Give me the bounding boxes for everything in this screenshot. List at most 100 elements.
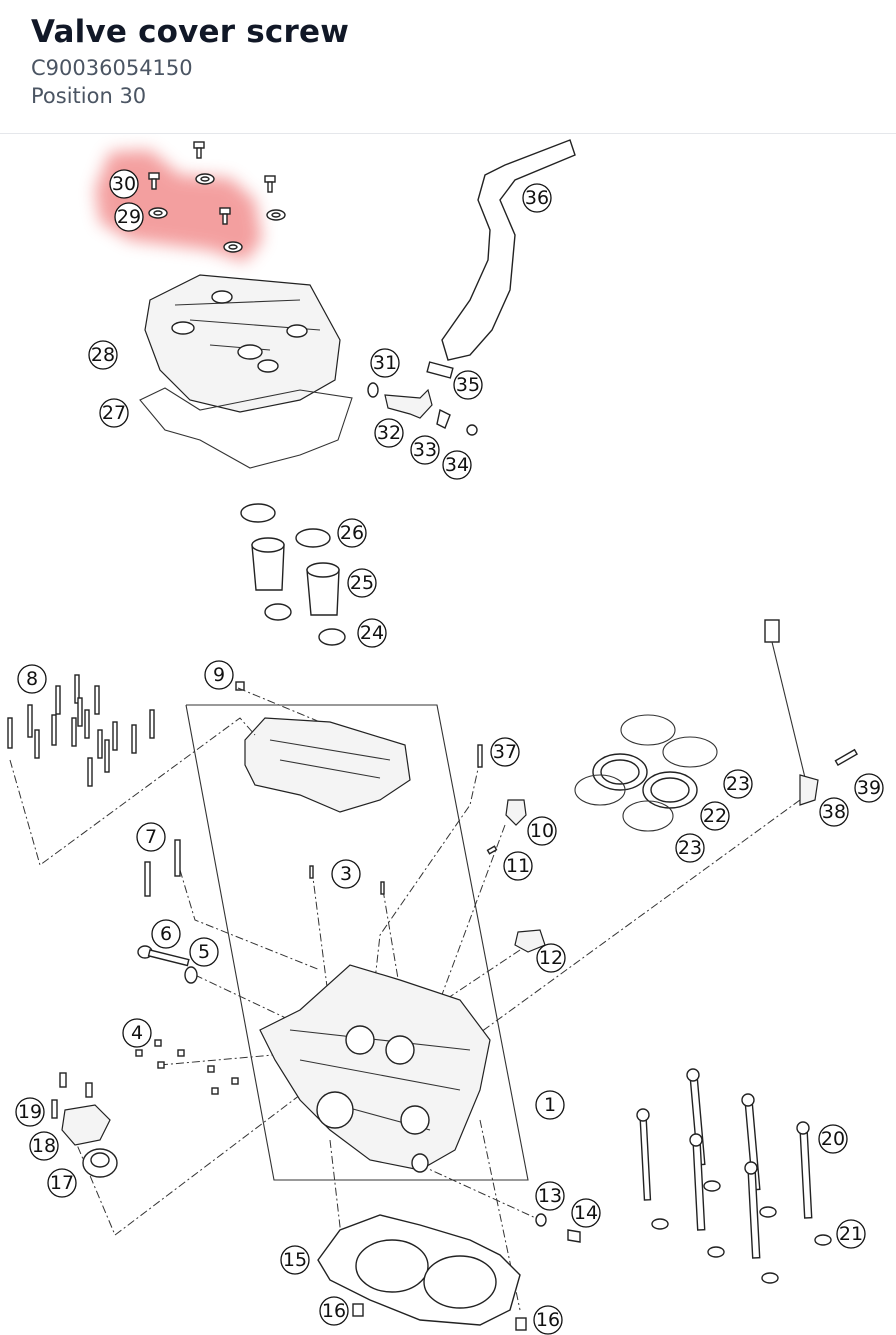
thermostat-screws[interactable] bbox=[51, 1072, 93, 1119]
plug-14[interactable] bbox=[567, 1229, 581, 1243]
cylinder-head-long-bolts[interactable] bbox=[636, 1068, 813, 1259]
camshaft-carrier[interactable] bbox=[244, 717, 411, 813]
valve-cover-gasket[interactable] bbox=[139, 387, 353, 469]
sensor-o-ring[interactable] bbox=[486, 845, 498, 855]
breather-bracket[interactable] bbox=[436, 408, 451, 429]
callout-23-lower[interactable]: 23 bbox=[675, 833, 705, 863]
svg-text:36: 36 bbox=[525, 187, 549, 209]
callout-23-upper[interactable]: 23 bbox=[723, 769, 753, 799]
svg-text:1: 1 bbox=[544, 1094, 556, 1116]
valve-cover-washers[interactable] bbox=[148, 173, 286, 253]
svg-text:38: 38 bbox=[822, 801, 846, 823]
callout-22[interactable]: 22 bbox=[700, 801, 730, 831]
callout-21[interactable]: 21 bbox=[836, 1219, 866, 1249]
banjo-bolt[interactable] bbox=[137, 945, 190, 967]
svg-text:17: 17 bbox=[50, 1172, 74, 1194]
temperature-sensor[interactable] bbox=[505, 799, 527, 826]
cylinder-head-bolts-small[interactable] bbox=[7, 674, 155, 787]
callout-10[interactable]: 10 bbox=[527, 816, 557, 846]
callout-18[interactable]: 18 bbox=[29, 1131, 59, 1161]
oil-pressure-sensor[interactable] bbox=[514, 929, 546, 953]
svg-text:20: 20 bbox=[821, 1128, 845, 1150]
callout-39[interactable]: 39 bbox=[854, 773, 884, 803]
spark-plug-seals[interactable] bbox=[240, 503, 331, 548]
intake-clamps[interactable] bbox=[574, 714, 718, 832]
callout-6[interactable]: 6 bbox=[151, 919, 181, 949]
svg-text:3: 3 bbox=[340, 863, 352, 885]
callout-33[interactable]: 33 bbox=[410, 435, 440, 465]
svg-text:23: 23 bbox=[726, 773, 750, 795]
svg-text:23: 23 bbox=[678, 837, 702, 859]
callout-5[interactable]: 5 bbox=[189, 937, 219, 967]
svg-text:11: 11 bbox=[506, 855, 530, 877]
hose-clamp[interactable] bbox=[426, 361, 454, 379]
callout-30[interactable]: 30 bbox=[109, 169, 139, 199]
callout-31[interactable]: 31 bbox=[370, 348, 400, 378]
callout-32[interactable]: 32 bbox=[374, 418, 404, 448]
sleeve-o-rings[interactable] bbox=[264, 603, 346, 646]
callout-9[interactable]: 9 bbox=[204, 660, 234, 690]
breather-elbow[interactable] bbox=[384, 388, 433, 419]
long-bolt-washers[interactable] bbox=[651, 1180, 832, 1284]
callout-25[interactable]: 25 bbox=[347, 568, 377, 598]
svg-text:25: 25 bbox=[350, 572, 374, 594]
spark-plug-sleeves[interactable] bbox=[251, 537, 340, 616]
callout-20[interactable]: 20 bbox=[818, 1124, 848, 1154]
valve-cover[interactable] bbox=[144, 274, 341, 413]
svg-text:33: 33 bbox=[413, 439, 437, 461]
dowel-pins[interactable] bbox=[352, 1303, 527, 1331]
cable-sensor[interactable] bbox=[764, 619, 819, 806]
sensor-screw[interactable] bbox=[834, 748, 858, 767]
callout-3[interactable]: 3 bbox=[331, 859, 361, 889]
callout-37[interactable]: 37 bbox=[490, 737, 520, 767]
callout-35[interactable]: 35 bbox=[453, 370, 483, 400]
cylinder-head-gasket[interactable] bbox=[317, 1214, 521, 1326]
callout-19[interactable]: 19 bbox=[15, 1097, 45, 1127]
stud-3a[interactable] bbox=[309, 865, 314, 879]
thermostat[interactable] bbox=[82, 1148, 118, 1178]
callout-34[interactable]: 34 bbox=[442, 450, 472, 480]
callout-1[interactable]: 1 bbox=[535, 1090, 565, 1120]
callout-26[interactable]: 26 bbox=[337, 518, 367, 548]
seal-washer-5[interactable] bbox=[184, 966, 198, 984]
callout-38[interactable]: 38 bbox=[819, 797, 849, 827]
stud-3b[interactable] bbox=[380, 881, 385, 895]
callout-12[interactable]: 12 bbox=[536, 943, 566, 973]
callout-17[interactable]: 17 bbox=[47, 1168, 77, 1198]
small-nuts[interactable] bbox=[135, 1039, 239, 1095]
svg-text:37: 37 bbox=[493, 741, 517, 763]
callout-29[interactable]: 29 bbox=[114, 202, 144, 232]
callout-16-right[interactable]: 16 bbox=[533, 1305, 563, 1335]
cam-sensor-screw[interactable] bbox=[477, 744, 483, 768]
svg-text:16: 16 bbox=[322, 1300, 346, 1322]
callout-16-left[interactable]: 16 bbox=[319, 1296, 349, 1326]
cylinder-head[interactable] bbox=[259, 964, 491, 1173]
callout-11[interactable]: 11 bbox=[503, 851, 533, 881]
valve-cover-screws[interactable] bbox=[148, 141, 276, 225]
callout-36[interactable]: 36 bbox=[522, 183, 552, 213]
thermostat-housing[interactable] bbox=[61, 1104, 111, 1146]
callout-7[interactable]: 7 bbox=[136, 822, 166, 852]
svg-text:6: 6 bbox=[160, 923, 172, 945]
svg-text:26: 26 bbox=[340, 522, 364, 544]
callout-24[interactable]: 24 bbox=[357, 618, 387, 648]
breather-o-ring[interactable] bbox=[367, 382, 379, 398]
breather-screw[interactable] bbox=[466, 424, 478, 436]
washer-13[interactable] bbox=[535, 1213, 547, 1227]
breather-hose[interactable] bbox=[441, 139, 576, 361]
callout-13[interactable]: 13 bbox=[535, 1181, 565, 1211]
long-bolt-7b[interactable] bbox=[174, 839, 181, 877]
callout-28[interactable]: 28 bbox=[88, 340, 118, 370]
svg-text:4: 4 bbox=[131, 1022, 143, 1044]
callout-15[interactable]: 15 bbox=[280, 1245, 310, 1275]
callout-8[interactable]: 8 bbox=[17, 664, 47, 694]
intake-flanges[interactable] bbox=[592, 753, 698, 809]
callout-27[interactable]: 27 bbox=[99, 398, 129, 428]
svg-text:10: 10 bbox=[530, 820, 554, 842]
long-bolt-7a[interactable] bbox=[144, 861, 151, 897]
part-title: Valve cover screw bbox=[31, 14, 350, 50]
cam-carrier-washer[interactable] bbox=[235, 681, 245, 691]
callout-14[interactable]: 14 bbox=[571, 1198, 601, 1228]
callout-4[interactable]: 4 bbox=[122, 1018, 152, 1048]
part-position: Position 30 bbox=[31, 84, 147, 108]
